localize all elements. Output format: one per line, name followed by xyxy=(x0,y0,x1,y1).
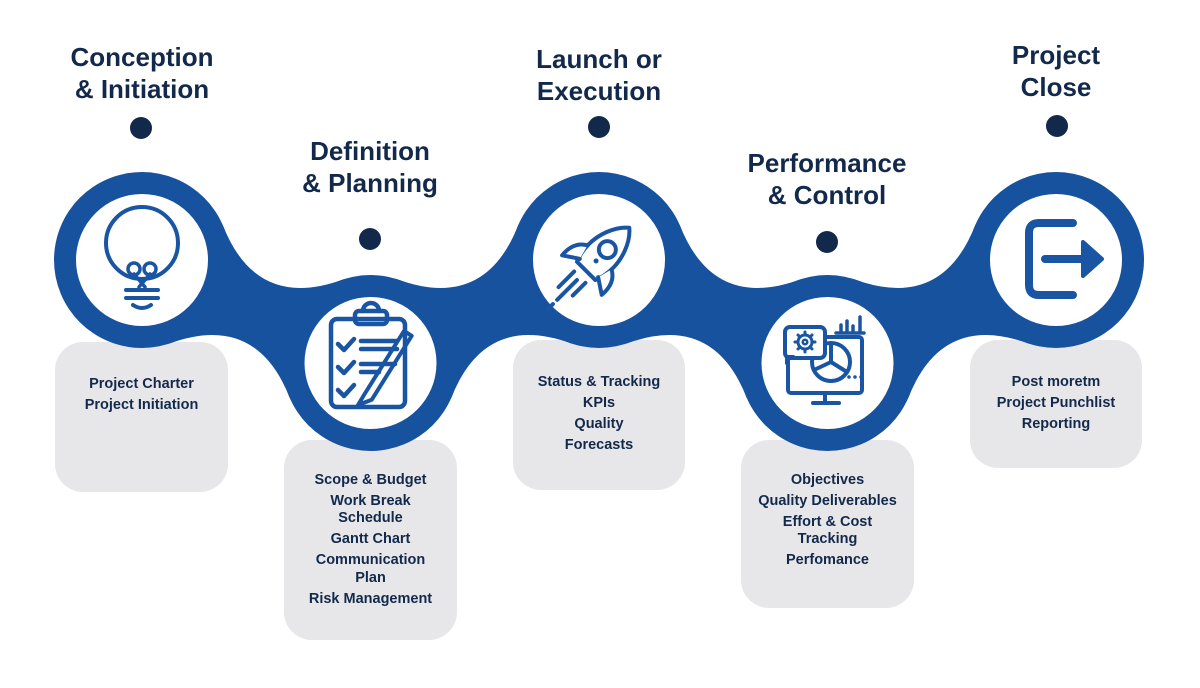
list-item: Perfomance xyxy=(785,552,869,569)
list-item: Status & Tracking xyxy=(537,374,661,390)
list-item: Risk Management xyxy=(308,590,433,607)
phase-title-launch: Launch or Execution xyxy=(459,44,739,107)
rocket-icon xyxy=(545,225,632,312)
phase-title-line: & Initiation xyxy=(74,73,210,104)
card-items-conception: Project Charter Project Initiation xyxy=(55,372,228,418)
card-items-definition: Scope & Budget Work Break Schedule Gantt… xyxy=(284,468,457,612)
exit-icon xyxy=(1025,219,1104,299)
list-item: Project Punchlist xyxy=(996,395,1116,412)
phase-title-line: Project xyxy=(1011,40,1101,70)
list-item: Work Break Schedule xyxy=(330,493,411,527)
list-item: Objectives xyxy=(790,472,865,488)
phase-ring-inner xyxy=(990,194,1122,326)
list-item: Quality Deliverables xyxy=(758,493,897,510)
lightbulb-icon xyxy=(104,205,180,310)
card-close: Post moretm Project Punchlist Reporting xyxy=(970,340,1142,468)
list-item: Gantt Chart xyxy=(330,531,411,548)
clipboard-checklist-icon xyxy=(328,300,414,410)
phase-ring xyxy=(54,172,230,348)
phase-ring-inner xyxy=(533,194,665,326)
list-item: KPIs xyxy=(582,395,616,412)
list-item: Scope & Budget xyxy=(314,472,427,488)
phase-title-line: Execution xyxy=(536,75,662,106)
phase-title-line: Performance xyxy=(747,148,907,178)
phase-dot xyxy=(130,117,152,139)
phase-title-line: Definition xyxy=(310,136,430,166)
phase-dot xyxy=(816,231,838,253)
card-items-close: Post moretm Project Punchlist Reporting xyxy=(970,370,1142,437)
phase-title-close: Project Close xyxy=(916,40,1196,103)
list-item: Project Charter xyxy=(89,376,194,392)
list-item: Reporting xyxy=(1021,416,1091,433)
card-items-performance: Objectives Quality Deliverables Effort &… xyxy=(741,468,914,574)
list-item: Quality xyxy=(574,416,624,433)
phase-ring-inner xyxy=(76,194,208,326)
phase-ring-inner xyxy=(761,297,894,429)
phase-dot xyxy=(359,228,381,250)
list-item: Communication Plan xyxy=(315,552,426,586)
phase-title-line: Conception xyxy=(70,42,214,72)
card-launch: Status & Tracking KPIs Quality Forecasts xyxy=(513,340,685,490)
list-item: Effort & Cost Tracking xyxy=(782,514,873,548)
phase-ring xyxy=(282,275,459,451)
phase-dot xyxy=(1046,115,1068,137)
monitor-analytics-icon xyxy=(783,315,866,405)
phase-title-line: Close xyxy=(1020,71,1092,102)
phase-title-line: & Control xyxy=(767,179,887,210)
phase-ring xyxy=(739,275,916,451)
phase-title-performance: Performance & Control xyxy=(687,148,967,211)
phase-title-definition: Definition & Planning xyxy=(230,136,510,199)
card-items-launch: Status & Tracking KPIs Quality Forecasts xyxy=(513,370,685,458)
card-conception: Project Charter Project Initiation xyxy=(55,342,228,492)
phase-ring xyxy=(968,172,1144,348)
phase-title-line: & Planning xyxy=(302,167,438,198)
list-item: Project Initiation xyxy=(84,397,199,414)
list-item: Forecasts xyxy=(564,437,634,454)
phase-ring xyxy=(511,172,687,348)
phase-ring-inner xyxy=(304,297,437,429)
list-item: Post moretm xyxy=(1011,374,1101,390)
card-performance: Objectives Quality Deliverables Effort &… xyxy=(741,440,914,608)
gear-icon xyxy=(793,330,817,354)
phase-title-conception: Conception & Initiation xyxy=(2,42,282,105)
card-definition: Scope & Budget Work Break Schedule Gantt… xyxy=(284,440,457,640)
phase-dot xyxy=(588,116,610,138)
phase-title-line: Launch or xyxy=(536,44,662,74)
